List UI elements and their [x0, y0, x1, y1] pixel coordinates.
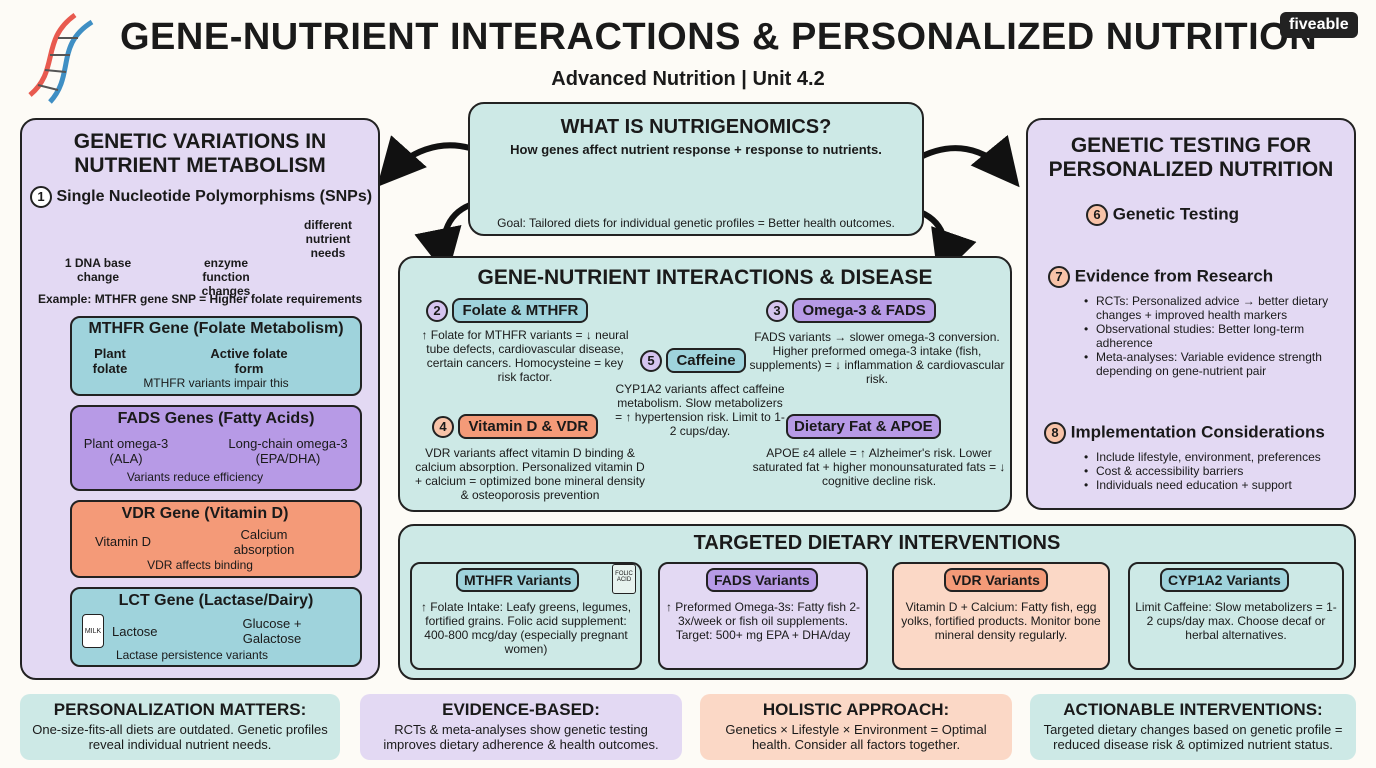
implementation-list: Include lifestyle, environment, preferen…	[1084, 450, 1346, 492]
targeted-title: TARGETED DIETARY INTERVENTIONS	[693, 532, 1061, 554]
vdr-to: Calcium absorption	[233, 527, 295, 557]
evidence-item: Observational studies: Better long-term …	[1084, 322, 1346, 350]
actionable-box	[1030, 694, 1356, 760]
evidence-based-text: RCTs & meta-analyses show genetic testin…	[383, 722, 659, 752]
implementation-heading: 8 Implementation Considerations	[1044, 422, 1325, 444]
nutrigenomics-panel	[468, 102, 924, 236]
evidence-based-box	[360, 694, 682, 760]
folate-mthfr-text: ↑ Folate for MTHFR variants = ↓ neural t…	[421, 328, 629, 384]
dna-helix-icon	[28, 12, 94, 104]
page-subtitle: Advanced Nutrition | Unit 4.2	[551, 68, 825, 90]
genetic-testing-heading: 6 Genetic Testing	[1086, 204, 1239, 226]
fads-gene-box	[70, 405, 362, 491]
personalization-box	[20, 694, 340, 760]
lct-from: Lactose	[112, 624, 158, 639]
vdr-variants-title: VDR Variants	[944, 568, 1048, 592]
disease-title: GENE-NUTRIENT INTERACTIONS & DISEASE	[477, 266, 933, 289]
implementation-item: Individuals need education + support	[1084, 478, 1346, 492]
vdr-gene-box	[70, 500, 362, 578]
evidence-list: RCTs: Personalized advice → better dieta…	[1084, 294, 1346, 378]
lct-note: Lactase persistence variants	[115, 648, 269, 662]
evidence-item: RCTs: Personalized advice → better dieta…	[1084, 294, 1346, 322]
mthfr-variants-text: ↑ Folate Intake: Leafy greens, legumes, …	[420, 600, 632, 656]
mthfr-gene-box	[70, 316, 362, 396]
personalization-text: One-size-fits-all diets are outdated. Ge…	[32, 722, 328, 752]
brand-logo: fiveable	[1280, 12, 1358, 38]
arrow-to-left-icon	[377, 135, 471, 187]
fads-variants-text: ↑ Preformed Omega-3s: Fatty fish 2-3x/we…	[665, 600, 861, 642]
evidence-heading: 7 Evidence from Research	[1048, 266, 1273, 288]
folic-acid-bottle-icon: FOLIC ACID	[612, 564, 636, 594]
omega-fads-label: 3 Omega-3 & FADS	[766, 298, 936, 323]
vitd-vdr-label: 4 Vitamin D & VDR	[432, 414, 599, 439]
vitd-vdr-text: VDR variants affect vitamin D binding & …	[414, 446, 646, 502]
apoe-label: Dietary Fat & APOE	[786, 414, 941, 439]
evidence-item: Meta-analyses: Variable evidence strengt…	[1084, 350, 1346, 378]
implementation-item: Cost & accessibility barriers	[1084, 464, 1346, 478]
apoe-text: APOE ε4 allele = ↑ Alzheimer's risk. Low…	[752, 446, 1006, 488]
fads-to: Long-chain omega-3 (EPA/DHA)	[228, 436, 348, 466]
fads-from: Plant omega-3 (ALA)	[83, 436, 169, 466]
milk-icon: MILK	[82, 614, 104, 648]
evidence-based-title: EVIDENCE-BASED:	[442, 700, 600, 719]
omega-fads-text: FADS variants → slower omega-3 conversio…	[749, 330, 1005, 386]
implementation-item: Include lifestyle, environment, preferen…	[1084, 450, 1346, 464]
arrow-to-right-icon	[913, 134, 1020, 188]
vdr-variants-text: Vitamin D + Calcium: Fatty fish, egg yol…	[901, 600, 1101, 642]
vdr-from: Vitamin D	[94, 534, 152, 549]
mthfr-note: MTHFR variants impair this	[143, 376, 289, 390]
fads-note: Variants reduce efficiency	[126, 470, 264, 484]
mthfr-variants-title: MTHFR Variants	[456, 568, 580, 592]
holistic-box	[700, 694, 1012, 760]
page-title: GENE-NUTRIENT INTERACTIONS & PERSONALIZE…	[120, 16, 1318, 58]
lct-gene-title: LCT Gene (Lactase/Dairy)	[118, 592, 314, 609]
nutrigenomics-title: WHAT IS NUTRIGENOMICS?	[560, 116, 832, 138]
snp-example: Example: MTHFR gene SNP = Higher folate …	[38, 292, 363, 306]
personalization-title: PERSONALIZATION MATTERS:	[53, 700, 307, 719]
mthfr-from: Plant folate	[92, 346, 128, 376]
holistic-title: HOLISTIC APPROACH:	[762, 700, 950, 719]
fads-gene-title: FADS Genes (Fatty Acids)	[117, 410, 315, 427]
snp-dna-label: 1 DNA base change	[64, 256, 132, 284]
mthfr-to: Active folate form	[210, 346, 288, 376]
fads-variants-title: FADS Variants	[706, 568, 818, 592]
cyp1a2-variants-title: CYP1A2 Variants	[1160, 568, 1289, 592]
cyp1a2-variants-text: Limit Caffeine: Slow metabolizers = 1-2 …	[1135, 600, 1337, 642]
caffeine-label: 5 Caffeine	[640, 348, 746, 373]
fads-variants-card	[658, 562, 868, 670]
folate-mthfr-label: 2 Folate & MTHFR	[426, 298, 589, 323]
snp-needs-label: different nutrient needs	[304, 218, 352, 260]
caffeine-text: CYP1A2 variants affect caffeine metaboli…	[615, 382, 785, 438]
holistic-text: Genetics × Lifestyle × Environment = Opt…	[725, 722, 987, 752]
actionable-text: Targeted dietary changes based on geneti…	[1043, 722, 1343, 752]
vdr-note: VDR affects binding	[147, 558, 253, 572]
nutrigenomics-desc: How genes affect nutrient response + res…	[510, 142, 882, 157]
vdr-gene-title: VDR Gene (Vitamin D)	[121, 505, 289, 522]
genetic-variations-panel	[20, 118, 380, 680]
mthfr-gene-title: MTHFR Gene (Folate Metabolism)	[88, 320, 344, 337]
snp-heading: 1 Single Nucleotide Polymorphisms (SNPs)	[30, 186, 375, 208]
snp-enzyme-label: enzyme function changes	[201, 256, 251, 298]
lct-to: Glucose + Galactose	[242, 616, 302, 646]
nutrigenomics-goal: Goal: Tailored diets for individual gene…	[497, 216, 895, 230]
lct-gene-box	[70, 587, 362, 667]
actionable-title: ACTIONABLE INTERVENTIONS:	[1063, 700, 1323, 719]
